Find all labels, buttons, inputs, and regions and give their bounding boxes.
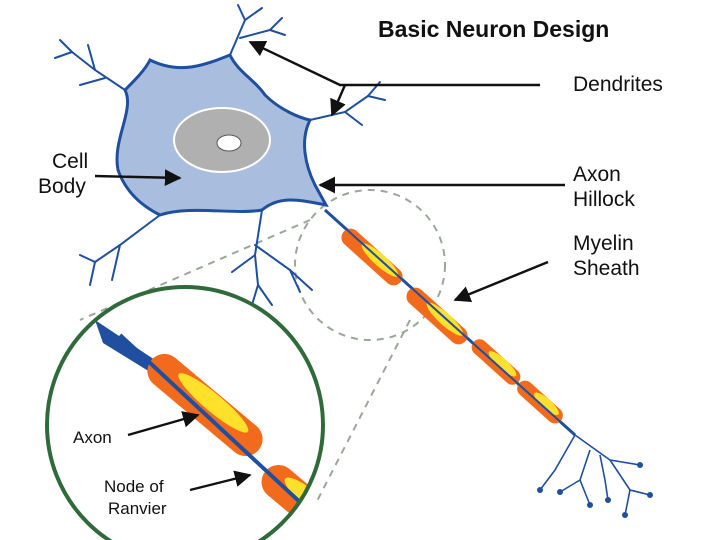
- nucleolus: [216, 134, 242, 152]
- axon-hillock-label-line2: Hillock: [573, 188, 635, 211]
- node-of-ranvier-label-line1: Node of: [104, 477, 164, 496]
- dendrites-label: Dendrites: [573, 73, 663, 96]
- arrows: [94, 40, 565, 492]
- axon-arrow: [127, 411, 200, 437]
- dendrites-arrow-2: [330, 84, 347, 117]
- zoom-guide-line: [314, 319, 411, 506]
- inset-ring: [45, 285, 325, 540]
- dendrites-arrow-1: [248, 40, 540, 87]
- myelin-sheath-label-line2: Sheath: [573, 257, 640, 280]
- cell-body: [115, 53, 329, 217]
- myelin-arrow: [453, 260, 549, 303]
- cell-body-label-line2: Body: [38, 175, 86, 198]
- cell-body-arrow: [94, 169, 182, 187]
- node-arrow: [189, 470, 252, 492]
- dendrites: [54, 4, 386, 319]
- axon: [323, 208, 577, 437]
- node-of-ranvier-label-line2: Ranvier: [108, 499, 167, 518]
- axon-terminals: [537, 434, 653, 518]
- inset-zoom: [45, 285, 325, 540]
- cell-body-label-line1: Cell: [52, 150, 88, 173]
- axon-hillock-zoom: [95, 320, 155, 372]
- axon-zoom: [118, 333, 323, 532]
- diagram-title: Basic Neuron Design: [378, 16, 609, 42]
- myelin-sheath-label-line1: Myelin: [573, 232, 634, 255]
- zoom-region-circle: [294, 189, 446, 341]
- axon-hillock-label-line1: Axon: [573, 163, 621, 186]
- axon-label: Axon: [73, 428, 112, 447]
